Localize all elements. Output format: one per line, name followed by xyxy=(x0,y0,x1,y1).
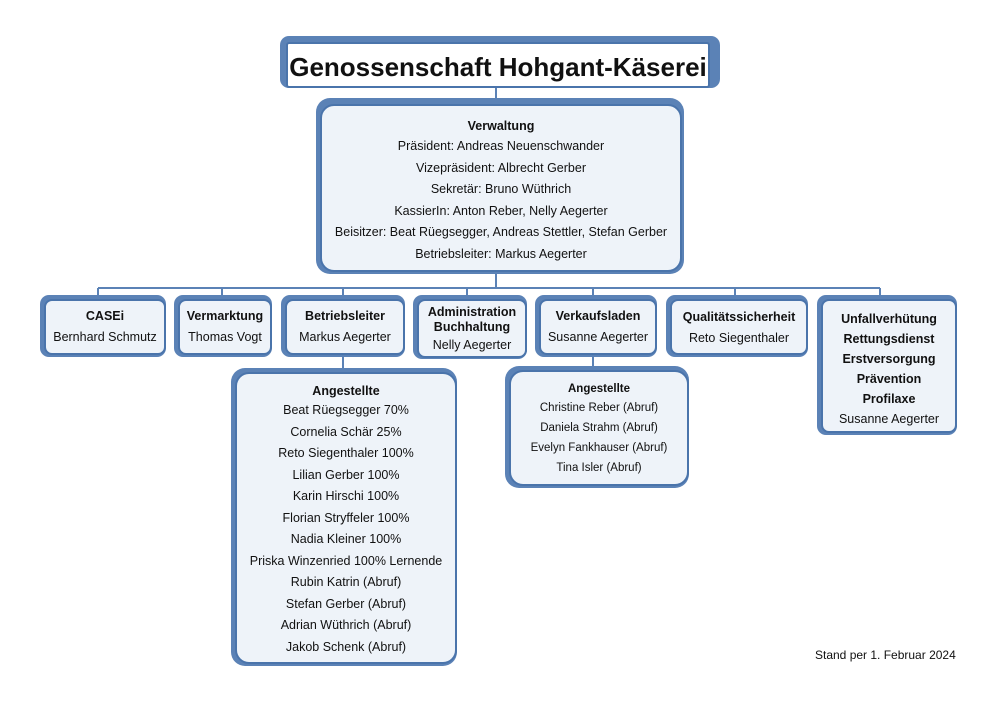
angestellte-laden-box: Angestellte Christine Reber (Abruf) Dani… xyxy=(509,370,689,486)
angestellte-heading: Angestellte xyxy=(312,384,380,398)
footer-date: Stand per 1. Februar 2024 xyxy=(815,648,956,662)
dept-person: Susanne Aegerter xyxy=(547,330,649,344)
dept-title: Administration xyxy=(427,305,517,319)
dept-title: Profilaxe xyxy=(862,392,916,406)
dept-person: Reto Siegenthaler xyxy=(688,331,790,345)
verwaltung-box: Verwaltung Präsident: Andreas Neuenschwa… xyxy=(320,104,682,272)
dept-person: Thomas Vogt xyxy=(188,330,262,344)
verwaltung-line: KassierIn: Anton Reber, Nelly Aegerter xyxy=(394,203,608,218)
verwaltung-line: Beisitzer: Beat Rüegsegger, Andreas Stet… xyxy=(334,225,668,239)
employee-item: Daniela Strahm (Abruf) xyxy=(540,422,658,434)
dept-person: Markus Aegerter xyxy=(299,330,391,344)
angestellte-betrieb-box: Angestellte Beat Rüegsegger 70% Cornelia… xyxy=(235,372,457,664)
verwaltung-line: Betriebsleiter: Markus Aegerter xyxy=(415,246,587,261)
dept-title: CASEi xyxy=(85,309,125,323)
employee-item: Rubin Katrin (Abruf) xyxy=(290,575,402,589)
employee-item: Jakob Schenk (Abruf) xyxy=(285,639,407,654)
dept-betriebsleiter: Betriebsleiter Markus Aegerter xyxy=(285,299,405,355)
dept-title: Qualitätssicherheit xyxy=(682,310,796,324)
verwaltung-heading: Verwaltung xyxy=(467,119,535,133)
employee-item: Evelyn Fankhauser (Abruf) xyxy=(530,442,668,454)
employee-item: Stefan Gerber (Abruf) xyxy=(285,596,407,611)
employee-item: Adrian Wüthrich (Abruf) xyxy=(280,618,412,632)
dept-title: Erstversorgung xyxy=(842,352,936,366)
dept-unfallverhuetung: Unfallverhütung Rettungsdienst Erstverso… xyxy=(821,299,957,433)
verwaltung-line: Sekretär: Bruno Wüthrich xyxy=(430,182,572,196)
dept-title: Vermarktung xyxy=(186,309,264,323)
employee-item: Christine Reber (Abruf) xyxy=(539,402,659,414)
dept-verkaufsladen: Verkaufsladen Susanne Aegerter xyxy=(539,299,657,355)
employee-item: Cornelia Schär 25% xyxy=(290,424,402,439)
dept-title: Verkaufsladen xyxy=(555,309,641,323)
dept-person: Bernhard Schmutz xyxy=(53,330,157,344)
angestellte-heading: Angestellte xyxy=(568,383,630,395)
dept-title: Unfallverhütung xyxy=(841,312,937,326)
dept-person: Nelly Aegerter xyxy=(432,338,512,352)
employee-item: Lilian Gerber 100% xyxy=(292,467,400,482)
dept-vermarktung: Vermarktung Thomas Vogt xyxy=(178,299,272,355)
employee-item: Beat Rüegsegger 70% xyxy=(283,403,409,417)
dept-title-line2: Buchhaltung xyxy=(433,320,511,334)
dept-title: Rettungsdienst xyxy=(843,332,935,346)
verwaltung-line: Präsident: Andreas Neuenschwander xyxy=(397,139,605,153)
org-title: Genossenschaft Hohgant-Käserei xyxy=(289,52,707,82)
dept-casei: CASEi Bernhard Schmutz xyxy=(44,299,166,355)
title-box: Genossenschaft Hohgant-Käserei xyxy=(286,42,710,88)
employee-item: Florian Stryffeler 100% xyxy=(282,510,410,525)
employee-item: Tina Isler (Abruf) xyxy=(556,462,642,474)
employee-item: Karin Hirschi 100% xyxy=(292,489,400,503)
employee-item: Reto Siegenthaler 100% xyxy=(278,446,414,460)
dept-qualitaetssicherheit: Qualitätssicherheit Reto Siegenthaler xyxy=(670,299,808,355)
dept-person: Susanne Aegerter xyxy=(838,412,940,426)
dept-title: Prävention xyxy=(856,372,922,386)
employee-item: Nadia Kleiner 100% xyxy=(290,532,402,546)
employee-item: Priska Winzenried 100% Lernende xyxy=(249,553,443,568)
verwaltung-line: Vizepräsident: Albrecht Gerber xyxy=(415,160,586,175)
dept-administration: Administration Buchhaltung Nelly Aegerte… xyxy=(417,299,527,358)
dept-title: Betriebsleiter xyxy=(305,309,385,323)
